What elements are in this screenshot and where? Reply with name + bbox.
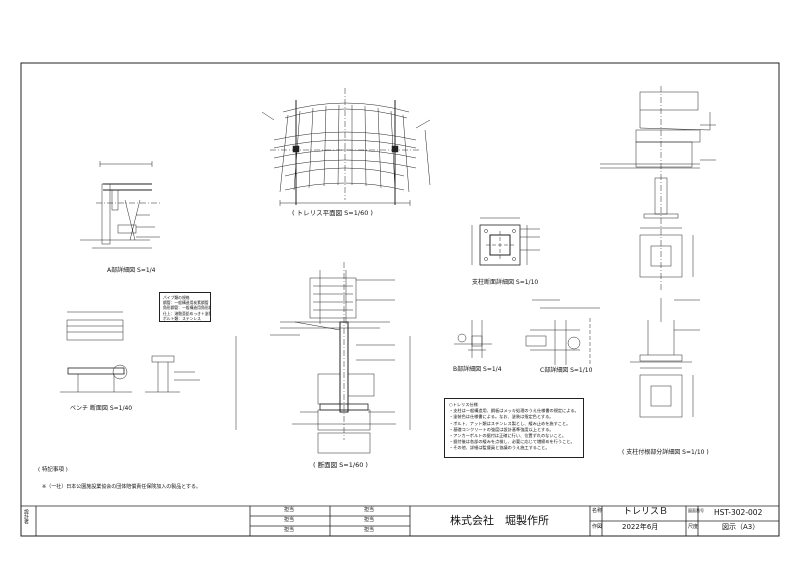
company-name: 株式会社 堀製作所 [450,514,549,527]
drawing-scale: 図示（A3） [722,523,760,531]
title-block [21,505,779,536]
a-detail-caption: A部詳細図 S=1/4 [107,267,156,274]
note-line: ・据付後は各部の緩みを点検し、必要に応じて増締めを行うこと。 [449,439,575,445]
b-detail-caption: B部詳細図 S=1/4 [453,366,502,373]
special-notes-line: ※（一社）日本公園施設業協会の団体賠償責任保険加入の製品とする。 [42,484,202,490]
approval-cell: 担当 [284,517,295,523]
truss-notes: ○トレリス仕様 ・支柱は一般構造用、鋼板はメッキ処理のうえ仕様書の規定による。 … [444,398,584,458]
note-line: ・アンカーボルトの据付は正確に行い、位置ずれのないこと。 [449,433,567,439]
number-label: 図面番号 [688,508,704,513]
legend-line: 鋼管：一般構造用炭素鋼管 [163,300,209,306]
legend-line: 角形鋼管：一般構造用角形鋼管 [163,305,211,311]
column-base-view [471,217,540,266]
sheet-border [20,62,780,537]
drawing-number: HST-302-002 [714,508,763,517]
legend-line: 仕上：溶融亜鉛めっき＋塗装 [163,310,211,316]
date-label: 作図 [592,524,603,530]
foundation-caption: ( 支柱付根部分詳細図 S=1/10 ) [622,449,709,456]
bench-view [60,311,200,393]
designer-label: 設計者 [23,509,29,524]
drawing-date: 2022年6月 [622,523,659,531]
column-elevation-view [600,86,716,418]
legend-line: パイプ類の規格 [163,295,190,300]
approval-cell: 担当 [364,527,375,533]
name-label: 名称 [592,508,603,514]
note-line: ○トレリス仕様 [449,402,478,407]
scale-label: 尺度 [688,524,699,530]
a-detail-view [80,161,160,249]
note-line: ・その他、詳細は監督員と協議のうえ施工すること。 [449,445,550,451]
material-legend: パイプ類の規格 鋼管：一般構造用炭素鋼管 角形鋼管：一般構造用角形鋼管 仕上：溶… [159,292,211,322]
bench-caption: ベンチ 断面図 S=1/40 [70,405,133,412]
section-caption: ( 断面図 S=1/60 ) [313,461,368,469]
truss-plan-caption: ( トレリス平面図 S=1/60 ) [292,209,373,217]
section-view [235,262,411,454]
approval-cell: 担当 [364,507,375,513]
note-line: ・基礎コンクリートの強度は設計基準強度以上とする。 [449,426,554,432]
c-detail-view [525,299,600,366]
note-line: ・塗装色は仕様書による。なお、塗装は指定色とする。 [449,414,554,420]
truss-plan-view [261,88,431,206]
approval-cell: 担当 [284,527,295,533]
c-detail-caption: C部詳細図 S=1/10 [540,367,593,374]
column-base-caption: 支柱断面詳細図 S=1/10 [472,279,539,286]
approval-cell: 担当 [284,507,295,513]
special-notes-title: ( 特記事項 ) [38,467,68,473]
approval-cell: 担当 [364,517,375,523]
note-line: ・支柱は一般構造用、鋼板はメッキ処理のうえ仕様書の規定による。 [449,408,579,414]
drawing-name: トレリスＢ [623,507,669,517]
legend-line: ボルト類：ステンレス [163,315,201,321]
b-detail-view [454,320,492,358]
note-line: ・ボルト、ナット類はステンレス製とし、緩み止めを施すこと。 [449,420,571,426]
